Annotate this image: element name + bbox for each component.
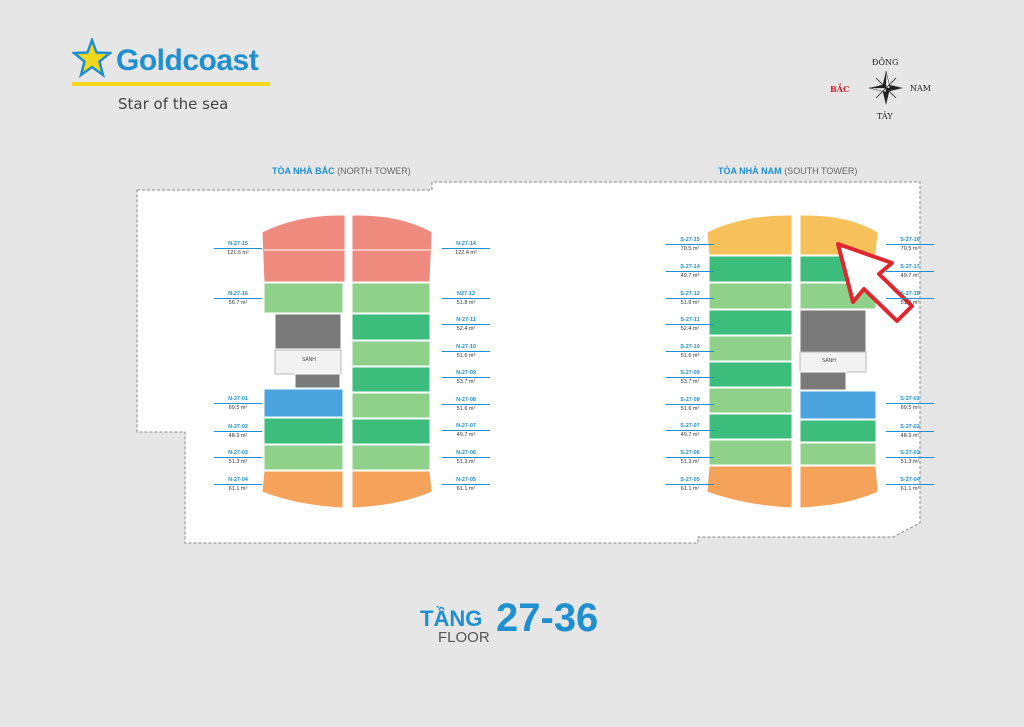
south-core-right-2 (799, 371, 847, 391)
compass-icon (868, 70, 903, 105)
north-lobby (274, 349, 342, 375)
floor-label-vi: TẦNG (420, 606, 483, 631)
compass-south-label: NAM (910, 84, 931, 93)
north-unit-n-27-08 (351, 392, 431, 419)
compass-north-label: BẮC (830, 84, 850, 94)
north-tower-name-en: (NORTH TOWER) (337, 166, 411, 176)
floor-range: 27-36 (496, 596, 599, 640)
north-unit-n-27-02 (263, 417, 344, 445)
north-core-left (274, 313, 342, 350)
south-tower-name: TÒA NHÀ NAM (718, 166, 782, 176)
north-core-left-2 (294, 373, 341, 389)
north-unit-n-27-05 (351, 470, 433, 509)
brand-underline (72, 82, 270, 86)
south-unit-s-27-06 (708, 439, 793, 466)
south-tower-title: TÒA NHÀ NAM (SOUTH TOWER) (718, 166, 857, 176)
south-unit-s-27-14 (708, 255, 793, 283)
brand-name: Goldcoast (116, 44, 259, 77)
south-unit-s-27-05 (706, 465, 793, 509)
brand-tagline: Star of the sea (118, 95, 229, 113)
north-unit-n-27-16 (263, 282, 344, 314)
north-unit-n-27-04 (261, 470, 344, 509)
north-tower-name: TÒA NHÀ BẮC (272, 166, 335, 176)
south-unit-s-27-07 (708, 413, 793, 440)
south-unit-s-27-11 (708, 309, 793, 336)
star-icon (72, 38, 112, 78)
north-tower-plan (261, 214, 433, 509)
north-unit-n-27-15 (261, 214, 346, 283)
south-unit-s-27-15 (706, 214, 793, 256)
north-unit-n-27-10 (351, 340, 431, 367)
north-unit-n-27-14 (351, 214, 433, 283)
south-unit-s-27-16 (799, 214, 879, 256)
compass-rose: ĐÔNG BẮC NAM TÂY (820, 55, 940, 125)
south-unit-s-27-04 (799, 465, 879, 509)
south-unit-s-27-10 (708, 335, 793, 362)
compass-west-label: TÂY (877, 112, 893, 121)
north-unit-n-27-06 (351, 444, 431, 471)
north-unit-n-27-01 (263, 388, 344, 418)
arrow-pointer-icon (836, 242, 914, 323)
south-unit-s-27-12 (708, 282, 793, 310)
north-unit-n-27-09 (351, 366, 431, 393)
floor-label-en: FLOOR (438, 629, 490, 646)
south-unit-s-27-01 (799, 390, 877, 420)
north-tower-title: TÒA NHÀ BẮC (NORTH TOWER) (272, 166, 411, 176)
south-core-right (799, 309, 867, 353)
south-unit-s-27-02 (799, 419, 877, 443)
north-unit-n-27-11 (351, 313, 431, 341)
north-unit-n-27-07 (351, 418, 431, 445)
south-lobby-label: SẢNH (822, 358, 836, 364)
south-unit-s-27-08 (708, 387, 793, 414)
south-unit-s-27-03 (799, 442, 877, 466)
south-tower-name-en: (SOUTH TOWER) (784, 166, 858, 176)
south-unit-s-27-09 (708, 361, 793, 388)
north-lobby-label: SẢNH (302, 357, 316, 363)
compass-east-label: ĐÔNG (872, 58, 899, 67)
north-unit-n-27-12 (351, 282, 431, 314)
north-unit-n-27-03 (263, 444, 344, 471)
